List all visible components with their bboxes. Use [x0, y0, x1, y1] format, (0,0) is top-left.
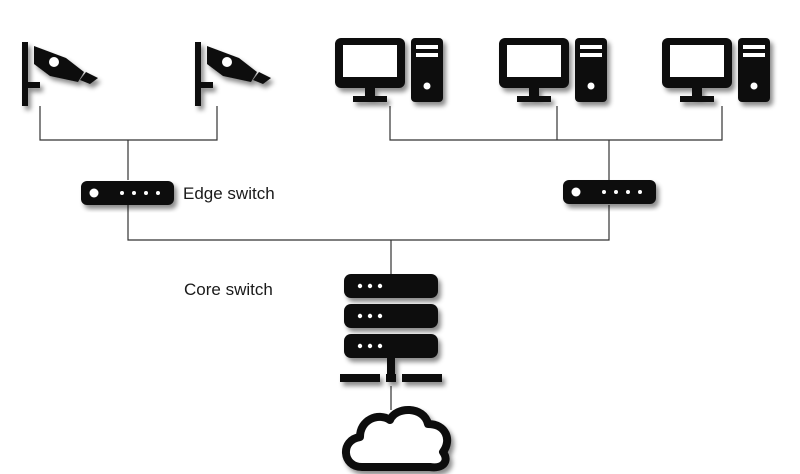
desktop-computer-icon	[335, 38, 443, 102]
camera-icon	[195, 42, 271, 106]
desktop-computer-icon	[662, 38, 770, 102]
server-rack-icon	[340, 274, 442, 382]
cloud-icon	[342, 406, 451, 472]
desktop-computer-icon	[499, 38, 607, 102]
switch-icon	[81, 181, 174, 205]
cameras-bus-line	[39, 106, 218, 141]
connection-lines	[39, 106, 723, 410]
camera-icon	[22, 42, 98, 106]
computers-bus-line	[389, 106, 723, 141]
core-switch-label: Core switch	[184, 280, 273, 299]
edge-uplink-line	[127, 205, 610, 241]
switch-icon	[563, 180, 656, 204]
edge-switch-label: Edge switch	[183, 184, 275, 203]
